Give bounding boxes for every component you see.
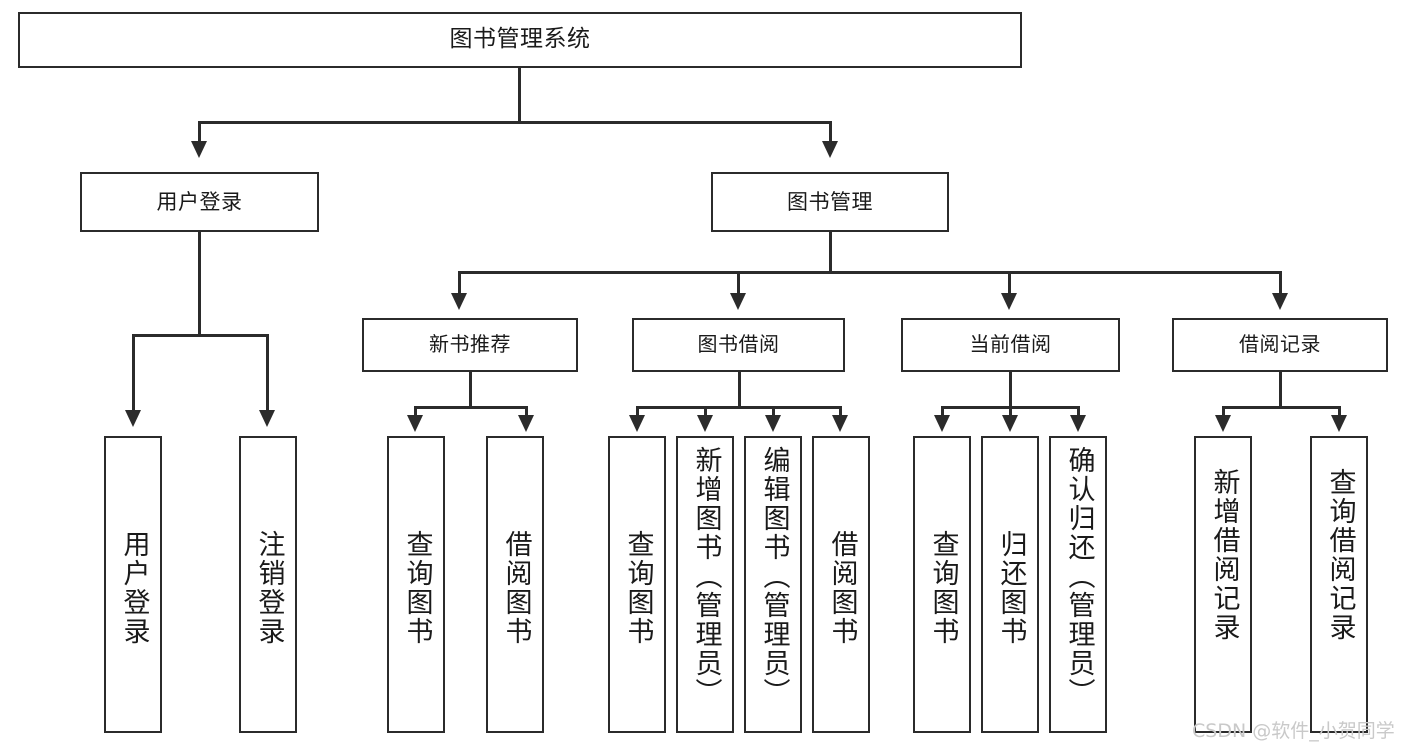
arrow-book-manage [822,141,838,158]
connector-new-book-rec-stem [469,372,472,408]
connector-root-stem [518,68,521,123]
node-label: 查询图书 [927,530,959,646]
node-label: 查询图书 [401,530,433,646]
connector-user-login-stem [198,232,201,336]
node-label: 借阅图书 [500,530,532,646]
node-leaf-borrow-book-2[interactable]: 借阅图书 [812,436,870,733]
arrow-bb-2 [765,415,781,432]
connector-drop-current-borrow [1008,271,1011,295]
node-label: 查询图书 [622,530,654,646]
node-label: 新增借阅记录 [1208,468,1240,642]
connector-drop-br-0 [1222,406,1225,418]
node-label: 查询借阅记录 [1324,468,1356,642]
connector-drop-book-borrow [737,271,740,295]
connector-drop-bb-1 [704,406,707,418]
connector-drop-br-1 [1338,406,1341,418]
connector-drop-bb-2 [772,406,775,418]
connector-book-borrow-bus [636,406,841,409]
connector-book-borrow-stem [738,372,741,408]
node-label: 用户登录 [156,189,243,214]
node-label: 图书管理 [787,189,873,214]
arrow-br-0 [1215,415,1231,432]
watermark-csdn: CSDN @软件_小贺同学 [1192,720,1395,742]
connector-drop-book-manage [829,121,832,143]
node-book-manage[interactable]: 图书管理 [711,172,949,232]
node-label: 归还图书 [995,530,1027,646]
arrow-nbr-0 [407,415,423,432]
node-label: 新增图书（管理员） [690,446,722,707]
node-leaf-logout[interactable]: 注销登录 [239,436,297,733]
node-leaf-confirm-return[interactable]: 确认归还（管理员） [1049,436,1107,733]
connector-drop-bb-3 [839,406,842,418]
arrow-bb-1 [697,415,713,432]
arrow-cb-2 [1070,415,1086,432]
node-leaf-query-book-1[interactable]: 查询图书 [387,436,445,733]
connector-level2-bus [198,121,832,124]
arrow-cb-0 [934,415,950,432]
node-current-borrow[interactable]: 当前借阅 [901,318,1120,372]
node-root-system[interactable]: 图书管理系统 [18,12,1022,68]
node-leaf-return-book[interactable]: 归还图书 [981,436,1039,733]
connector-drop-new-book-rec [458,271,461,295]
connector-drop-nbr-1 [525,406,528,418]
node-label: 注销登录 [253,530,285,646]
arrow-leaf-user-login [125,410,141,427]
arrow-user-login [191,141,207,158]
node-new-book-rec[interactable]: 新书推荐 [362,318,578,372]
connector-book-manage-stem [829,232,832,273]
connector-drop-nbr-0 [414,406,417,418]
node-leaf-add-book[interactable]: 新增图书（管理员） [676,436,734,733]
node-leaf-edit-book[interactable]: 编辑图书（管理员） [744,436,802,733]
node-leaf-add-record[interactable]: 新增借阅记录 [1194,436,1252,733]
connector-drop-cb-2 [1077,406,1080,418]
connector-new-book-rec-bus [414,406,528,409]
node-label: 新书推荐 [429,332,511,357]
connector-level3-bus [458,271,1282,274]
connector-drop-leaf-user-login [132,334,135,412]
arrow-nbr-1 [518,415,534,432]
arrow-current-borrow [1001,293,1017,310]
node-label: 图书借阅 [697,332,780,357]
node-leaf-user-login[interactable]: 用户登录 [104,436,162,733]
node-label: 当前借阅 [969,332,1052,357]
arrow-br-1 [1331,415,1347,432]
node-label: 借阅图书 [826,530,858,646]
arrow-leaf-logout [259,410,275,427]
connector-drop-user-login [198,121,201,143]
node-user-login[interactable]: 用户登录 [80,172,319,232]
node-label: 编辑图书（管理员） [758,446,790,707]
connector-drop-bb-0 [636,406,639,418]
node-borrow-record[interactable]: 借阅记录 [1172,318,1388,372]
node-label: 图书管理系统 [449,26,591,53]
node-leaf-query-record[interactable]: 查询借阅记录 [1310,436,1368,733]
node-leaf-query-book-3[interactable]: 查询图书 [913,436,971,733]
node-leaf-query-book-2[interactable]: 查询图书 [608,436,666,733]
arrow-book-borrow [730,293,746,310]
connector-borrow-record-bus [1222,406,1341,409]
node-label: 确认归还（管理员） [1063,446,1095,707]
arrow-new-book-rec [451,293,467,310]
node-book-borrow[interactable]: 图书借阅 [632,318,845,372]
connector-current-borrow-stem [1009,372,1012,408]
arrow-cb-1 [1002,415,1018,432]
arrow-borrow-record [1272,293,1288,310]
connector-drop-cb-0 [941,406,944,418]
node-leaf-borrow-book-1[interactable]: 借阅图书 [486,436,544,733]
connector-drop-borrow-record [1279,271,1282,295]
arrow-bb-3 [832,415,848,432]
connector-drop-leaf-logout [266,334,269,412]
arrow-bb-0 [629,415,645,432]
connector-borrow-record-stem [1279,372,1282,408]
connector-user-login-bus [132,334,269,337]
connector-drop-cb-1 [1009,406,1012,418]
node-label: 借阅记录 [1239,332,1321,357]
node-label: 用户登录 [118,530,150,646]
